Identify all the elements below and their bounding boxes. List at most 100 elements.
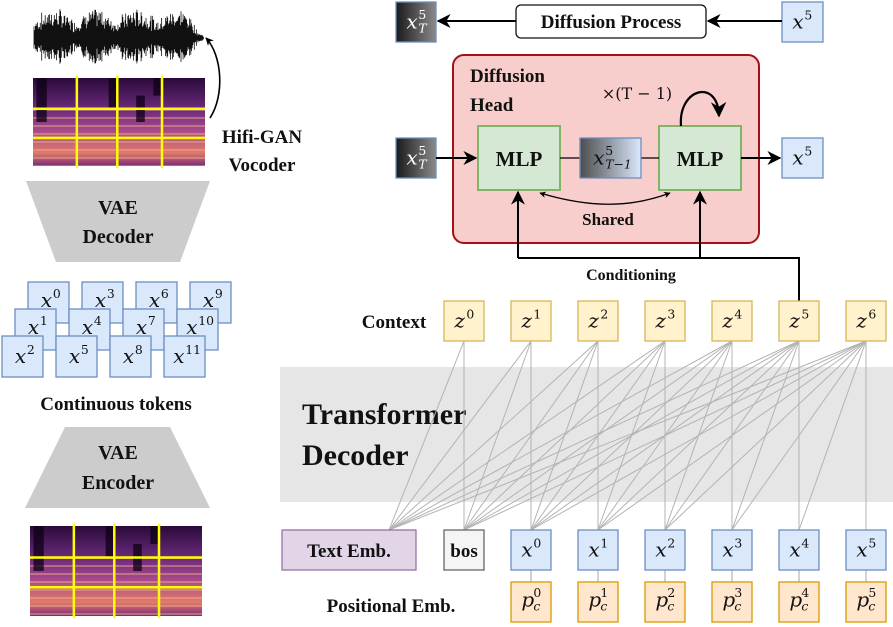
attention-line [388,340,599,531]
text-embedding: Text Emb. [281,529,417,571]
conditioning-label: Conditioning [586,267,676,284]
attention-line [463,340,800,531]
attention-line [463,340,599,531]
vocoder-label-line1: Hifi-GAN [222,127,302,148]
attention-line [530,340,867,531]
math-superscript: 0 [533,585,541,600]
math-superscript: 4 [734,306,742,321]
math-superscript: 6 [161,286,169,301]
math-superscript: 2 [667,585,675,600]
math-superscript: 5 [804,143,812,158]
context-box [778,300,820,342]
transformer-decoder-background [280,367,893,502]
vae-decoder-label-line1: VAE [98,197,138,219]
math-subscript: c [667,598,674,613]
shared-weights-arrow [539,191,671,205]
bos-box [443,529,485,571]
math-superscript: 4 [94,313,102,328]
context-box [644,300,686,342]
math-subscript: c [868,598,875,613]
math-superscript: 7 [148,313,156,328]
math-base: z [654,308,666,332]
math-superscript: 5 [868,585,876,600]
mlp-first: MLP [477,125,561,191]
math-base: x [186,315,197,339]
math-superscript: 6 [868,306,876,321]
math-base: x [655,537,666,561]
positional-box [577,581,619,623]
input-token-box [711,529,753,571]
context-box [711,300,753,342]
math-base: x [15,344,26,368]
math-base: p [722,587,735,611]
math-base: x [82,315,93,339]
transformer-label-line1: Transformer [302,398,466,431]
mlp-second: MLP [658,125,742,191]
mlp-label: MLP [496,147,543,171]
math-superscript: 0 [466,306,474,321]
math-superscript: 5 [801,306,809,321]
attention-line [388,340,867,531]
math-base: x [722,537,733,561]
attention-line [463,340,733,531]
math-superscript: 8 [135,342,143,357]
bos-label: bos [450,541,477,562]
context-box [845,300,887,342]
math-superscript: 1 [40,313,48,328]
math-subscript: c [533,598,540,613]
math-superscript: 5 [804,7,812,22]
math-base: z [453,308,465,332]
vocoder-label-line2: Vocoder [229,155,296,176]
context-label: Context [362,312,427,333]
math-superscript: 1 [600,535,608,550]
text-embedding-label: Text Emb. [307,541,391,562]
positional-box [510,581,552,623]
context-box [443,300,485,342]
attention-line [597,340,867,531]
math-superscript: 1 [600,585,608,600]
spectrogram-silence [108,78,118,109]
spectrogram-silence [33,526,44,571]
transformer-label-line2: Decoder [302,439,409,472]
math-base: z [855,308,867,332]
head-input-box [395,137,437,179]
math-base: x [856,537,867,561]
math-base: x [41,288,52,312]
math-superscript: 9 [215,286,223,301]
attention-line [463,340,666,531]
math-base: x [136,315,147,339]
math-base: x [69,344,80,368]
vae-encoder-shape [25,427,210,508]
math-base: x [792,145,803,169]
math-base: x [123,344,134,368]
conditioning-line [518,257,800,301]
math-superscript: 0 [53,286,61,301]
